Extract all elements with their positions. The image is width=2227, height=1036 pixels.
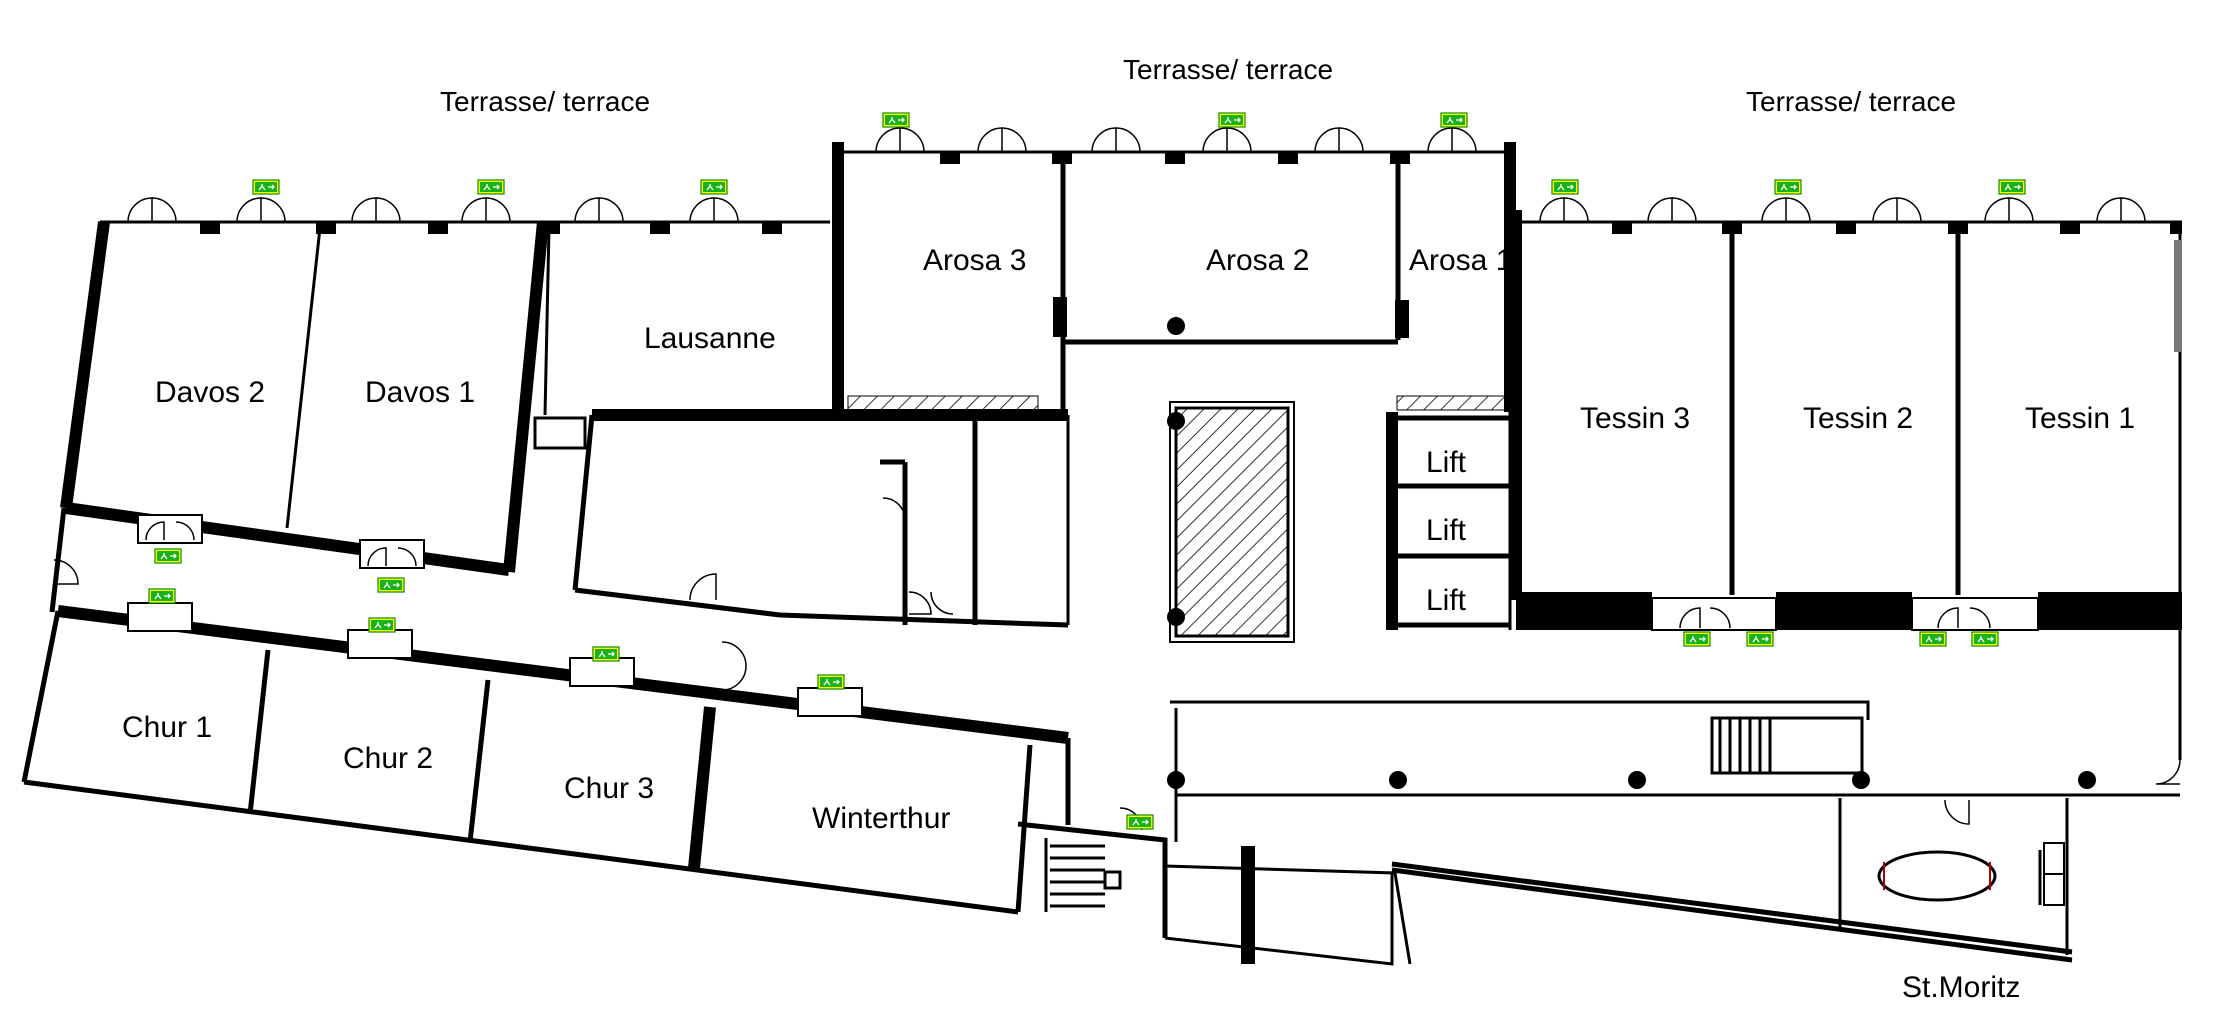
room-arosa-3: Arosa 3 (923, 244, 1026, 277)
room-davos-1: Davos 1 (365, 376, 475, 409)
stairs-icon (1710, 716, 1864, 775)
emergency-exit-sign-icon (148, 112, 2026, 830)
room-winterthur: Winterthur (812, 802, 950, 835)
room-tessin-3: Tessin 3 (1580, 402, 1690, 435)
stairs-icon (1050, 844, 1122, 908)
room-lift-2: Lift (1426, 514, 1467, 547)
room-lift-3: Lift (1426, 584, 1467, 617)
room-chur-1: Chur 1 (122, 711, 212, 744)
room-st-moritz: St.Moritz (1902, 971, 2020, 1004)
room-lift-1: Lift (1426, 446, 1467, 479)
column-icon (1167, 317, 2096, 789)
terrace-label-center: Terrasse/ terrace (1123, 54, 1333, 85)
room-tessin-2: Tessin 2 (1803, 402, 1913, 435)
door-swing-icon (875, 127, 1477, 153)
room-labels: Davos 2 Davos 1 Lausanne Arosa 3 Arosa 2… (122, 244, 2135, 1004)
room-arosa-1: Arosa 1 (1409, 244, 1512, 277)
room-lausanne: Lausanne (644, 322, 776, 355)
terrace-label-west: Terrasse/ terrace (440, 86, 650, 117)
door-swing-icon (1539, 197, 2146, 223)
room-arosa-2: Arosa 2 (1206, 244, 1309, 277)
door-swing-icon (127, 197, 739, 223)
room-davos-2: Davos 2 (155, 376, 265, 409)
room-chur-3: Chur 3 (564, 772, 654, 805)
south-wing-walls (21, 507, 2181, 966)
west-wing-walls (60, 152, 1070, 628)
room-chur-2: Chur 2 (343, 742, 433, 775)
east-wing-walls (1510, 197, 2182, 760)
room-tessin-1: Tessin 1 (2025, 402, 2135, 435)
center-wing-walls (832, 127, 1516, 643)
terrace-label-east: Terrasse/ terrace (1746, 86, 1956, 117)
